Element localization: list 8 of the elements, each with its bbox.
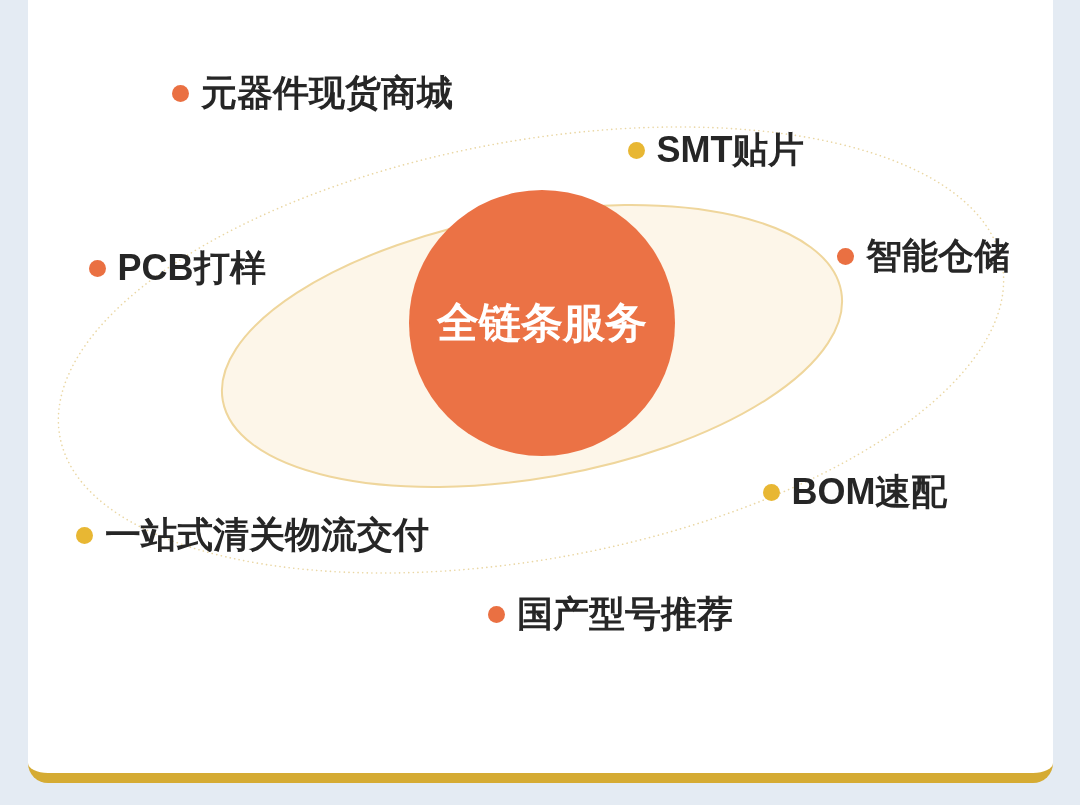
service-label: BOM速配: [791, 470, 948, 514]
service-label: 国产型号推荐: [516, 592, 733, 636]
service-label: 元器件现货商城: [200, 71, 453, 115]
service-label: 智能仓储: [865, 234, 1010, 278]
service-label: SMT贴片: [656, 128, 805, 172]
center-title: 全链条服务: [437, 298, 647, 348]
service-label: 一站式清关物流交付: [104, 513, 429, 557]
service-label: PCB打样: [117, 246, 266, 290]
